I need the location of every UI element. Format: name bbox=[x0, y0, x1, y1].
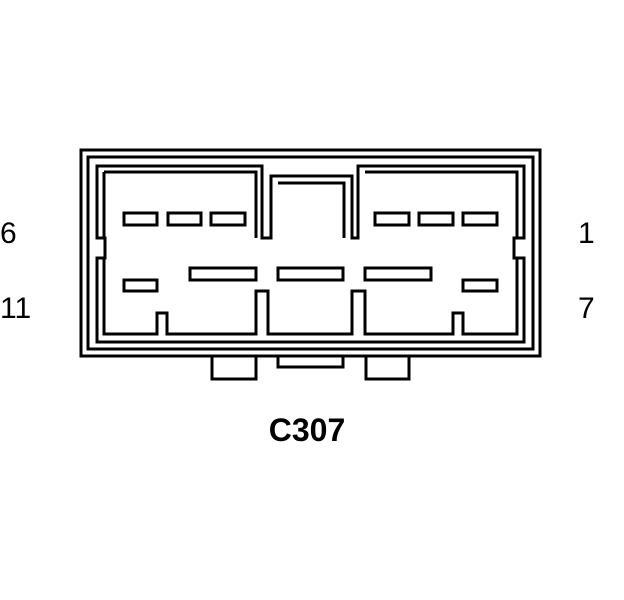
pin-cavity-2 bbox=[417, 211, 455, 227]
pin-label-6: 6 bbox=[0, 217, 17, 250]
pin-cavity-7 bbox=[461, 278, 499, 293]
bottom-key-right bbox=[364, 356, 411, 381]
pin-cavity-8 bbox=[363, 266, 433, 282]
bottom-key-center bbox=[276, 356, 345, 369]
pin-label-7: 7 bbox=[578, 292, 595, 325]
housing-inner-outline bbox=[86, 155, 535, 351]
pin-cavity-11 bbox=[122, 278, 159, 293]
pin-cavity-3 bbox=[373, 211, 411, 227]
pin-cavity-10 bbox=[188, 266, 258, 282]
pin-cavity-5 bbox=[166, 211, 203, 227]
bottom-key-left bbox=[210, 356, 258, 381]
cavity-wall-outer bbox=[95, 164, 526, 344]
pin-cavity-4 bbox=[209, 211, 247, 227]
pin-label-1: 1 bbox=[578, 217, 595, 250]
pin-label-11: 11 bbox=[0, 292, 32, 325]
cavity-wall-inner bbox=[102, 170, 519, 336]
pin-cavity-6 bbox=[122, 211, 159, 227]
connector-id-label: C307 bbox=[268, 412, 346, 448]
pin-cavity-1 bbox=[461, 211, 499, 227]
housing-outer-outline bbox=[79, 148, 542, 358]
pin-cavity-9 bbox=[276, 266, 345, 282]
